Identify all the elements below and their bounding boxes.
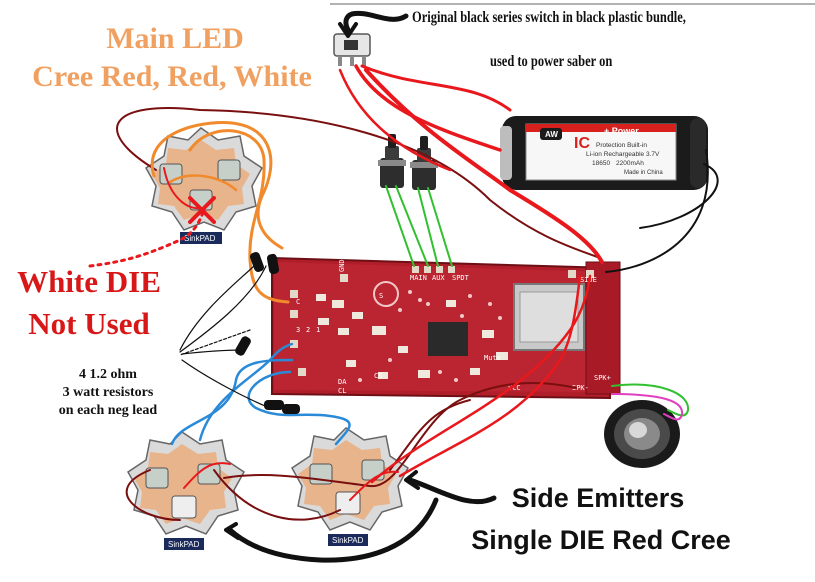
main-led-title-line1: Main LED [106,22,244,55]
side-led-star-right: SinkPAD [291,427,409,546]
svg-text:2: 2 [306,326,310,334]
side-emitters-title-line2: Single DIE Red Cree [471,525,731,555]
wire-green-switch-2 [417,187,439,267]
led-star-brand-right: SinkPAD [332,536,364,545]
svg-text:1: 1 [316,326,320,334]
switch-aux [378,134,406,188]
led-star-brand-left: SinkPAD [168,540,200,549]
wire-maroon-main-loop [116,107,601,259]
speaker [604,400,680,468]
pad-label-aux: AUX [432,274,445,282]
side-emitters-title-line1: Side Emitters [511,483,685,513]
svg-text:S: S [379,292,383,300]
pad-label-spk-minus: SPK- [572,384,589,392]
wire-orange-main-1 [150,121,284,250]
battery-size: 18650 [592,160,610,167]
pad-label-vcc: VCC [508,384,521,392]
pad-label-spk-plus: SPK+ [594,374,611,382]
battery-model: IC [574,135,590,152]
power-slide-switch [333,33,371,66]
battery-capacity: 2200mAh [616,160,644,167]
pad-label-da: DA [338,378,347,386]
battery-power: + Power [604,126,639,136]
sound-board-pcb: S GND MAIN AUX SPDT SIDE Mute VCC SPK- S… [271,256,621,400]
pad-label-main: MAIN [410,274,427,282]
tactile-switches [378,134,438,190]
wire-green-speaker [611,383,690,417]
resistor-note-line3: on each neg lead [58,403,158,418]
white-die-title-line2: Not Used [28,306,150,341]
main-led-star: SinkPAD [145,127,263,244]
wire-blue-side-right [247,370,351,446]
switch-note-line2: used to power saber on [490,53,613,70]
pad-label-cl: CL [338,387,346,395]
wire-pink-speaker [611,393,684,421]
wire-red-switch-to-battery-b [360,64,512,112]
battery-line2: Li-ion Rechargeable 3.7V [586,151,660,158]
pad-label-spdt: SPDT [452,274,470,282]
main-led-title-line2: Cree Red, Red, White [32,60,312,93]
wire-green-switch-1 [385,185,415,267]
wire-orange-main-2 [188,129,290,304]
resistor-note-line1: 4 1.2 ohm [79,367,137,382]
led-star-brand-main: SinkPAD [184,234,216,243]
pad-label-mute: Mute [484,354,501,362]
battery-brand: AW [545,130,558,139]
led-die-red-2 [217,159,241,181]
battery-18650: AW IC + Power Protection Built-in Li-ion… [500,116,708,190]
battery-origin: Made in China [624,170,663,176]
pad-label-gnd: GND [338,259,346,272]
white-die-title-line1: White DIE [17,264,161,299]
processor-chip [428,322,468,356]
resistor-note-line2: 3 watt resistors [62,385,154,400]
svg-text:C: C [296,298,300,306]
wire-red-power [364,68,604,264]
switch-note-line1: Original black series switch in black pl… [412,9,686,26]
battery-line1: Protection Built-in [596,142,647,149]
wire-black-battery-negative [605,149,709,273]
side-led-star-left: SinkPAD [127,431,245,550]
svg-text:3: 3 [296,326,300,334]
pad-label-cs: CS [374,372,382,380]
